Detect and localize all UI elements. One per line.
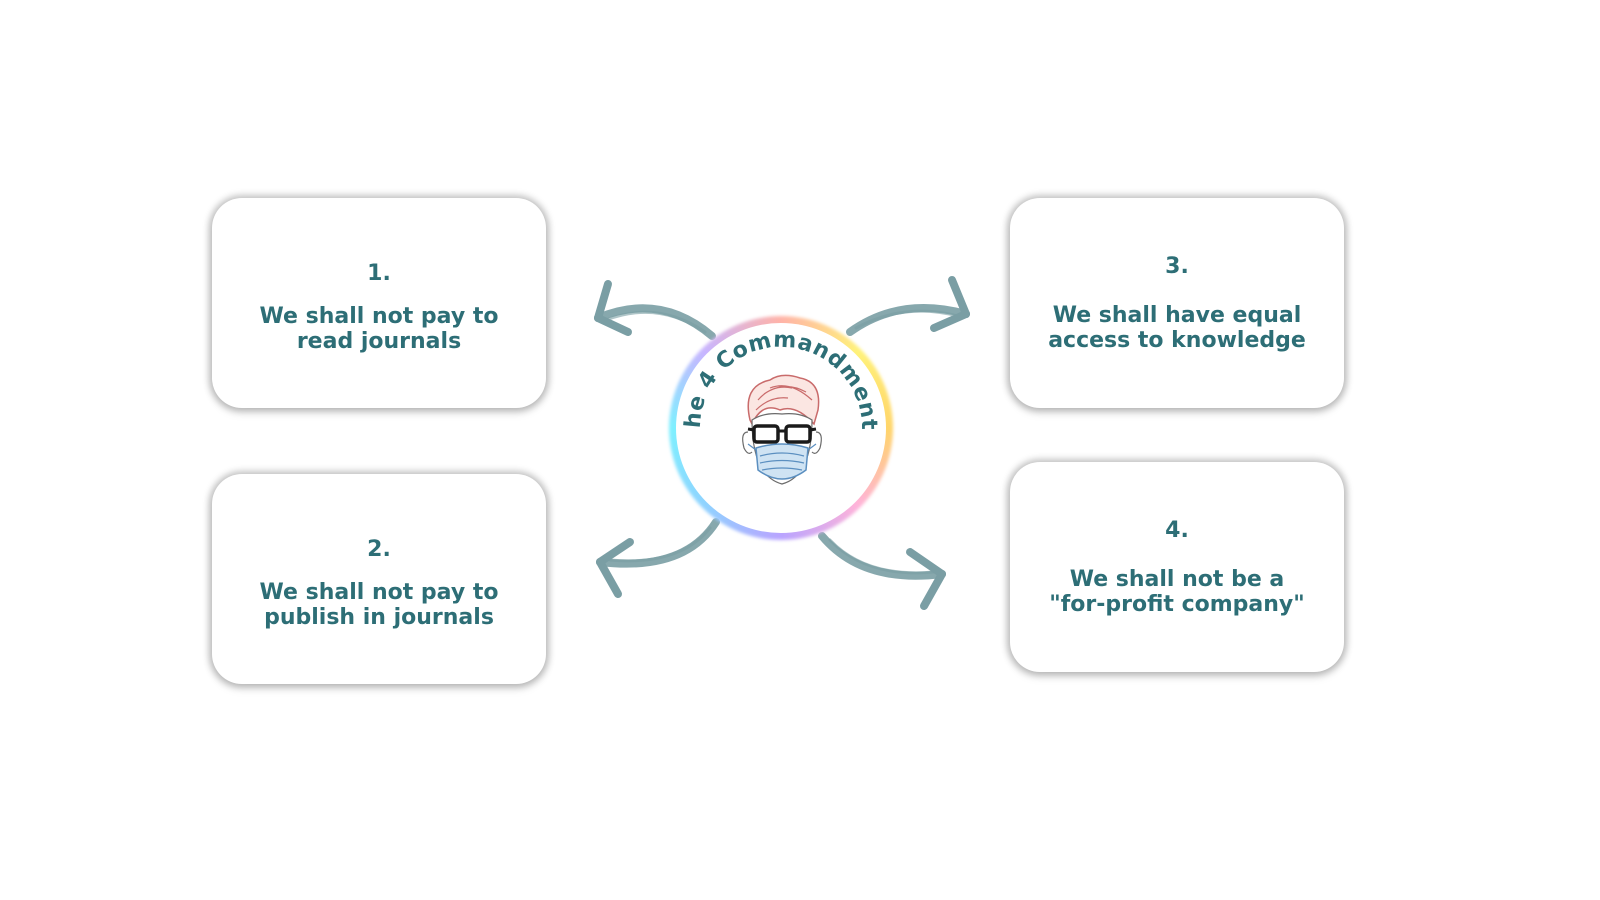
- commandment-number: 3.: [1165, 253, 1189, 279]
- commandment-text-line2: read journals: [296, 328, 462, 354]
- curved-arrow-icon: [596, 518, 720, 598]
- curved-arrow-icon: [846, 276, 970, 336]
- commandment-card-2: 2. We shall not pay to publish in journa…: [212, 474, 546, 684]
- commandment-text-line1: We shall not be a: [1069, 566, 1285, 592]
- commandment-number: 4.: [1165, 517, 1189, 543]
- commandment-number: 2.: [367, 536, 391, 562]
- commandment-text-line2: publish in journals: [264, 604, 494, 630]
- commandment-text-line1: We shall not pay to: [259, 303, 499, 329]
- curved-arrow-icon: [594, 280, 716, 340]
- commandment-text-line1: We shall have equal: [1052, 302, 1302, 328]
- commandment-card-4: 4. We shall not be a "for-profit company…: [1010, 462, 1344, 672]
- masked-man-avatar-icon: [742, 374, 822, 485]
- curved-arrow-icon: [818, 532, 946, 610]
- commandment-card-3: 3. We shall have equal access to knowled…: [1010, 198, 1344, 408]
- commandment-number: 1.: [367, 260, 391, 286]
- commandment-text-line1: We shall not pay to: [259, 579, 499, 605]
- commandment-card-1: 1. We shall not pay to read journals: [212, 198, 546, 408]
- commandment-text-line2: "for-profit company": [1049, 591, 1305, 617]
- commandment-text-line2: access to knowledge: [1048, 327, 1306, 353]
